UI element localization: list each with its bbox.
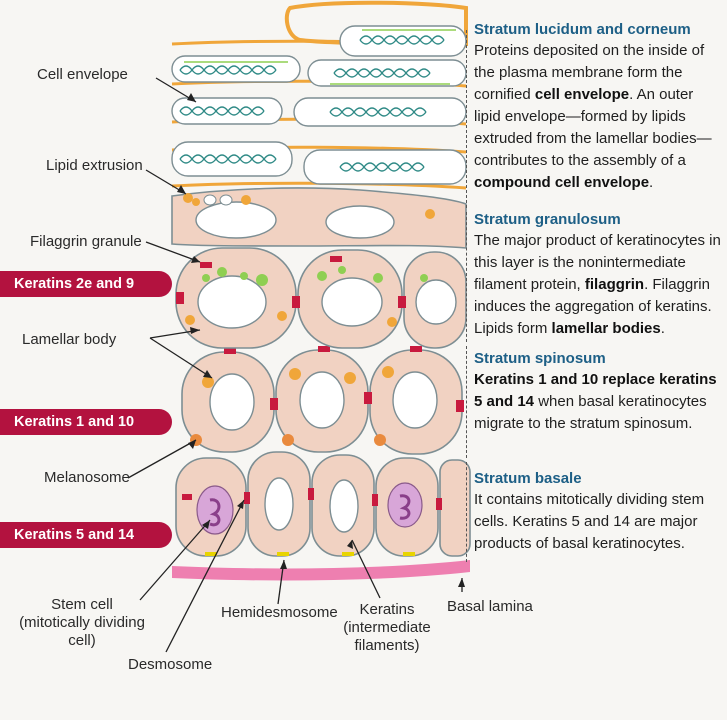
corneum-text-2: . An outer lipid envelope—formed by lipi… — [474, 86, 712, 169]
spinosum-text-1: when basal keratinocytes migrate to the … — [474, 393, 707, 432]
section-corneum-title: Stratum lucidum and corneum — [474, 21, 691, 38]
divider-spinosum — [466, 346, 467, 458]
section-granulosum-title: Stratum granulosum — [474, 211, 621, 228]
corneum-bold-2: compound cell envelope — [474, 174, 650, 191]
label-cell-envelope: Cell envelope — [37, 66, 128, 83]
corneum-text-1: Proteins deposited on the inside of the … — [474, 42, 705, 103]
section-spinosum: Stratum spinosum Keratins 1 and 10 repla… — [474, 349, 724, 435]
spinosum-bold-1: Keratins 1 and 10 replace keratins 5 and… — [474, 371, 717, 410]
granulosum-text-2: . Filaggrin induces the aggregation of k… — [474, 276, 712, 337]
badge-keratins-5-14: Keratins 5 and 14 — [0, 522, 172, 548]
granulosum-bold-1: filaggrin — [584, 276, 645, 293]
section-basale-body: It contains mitotically dividing stem ce… — [474, 489, 724, 555]
label-stem-cell-line1: Stem cell — [51, 596, 113, 613]
label-melanosome: Melanosome — [44, 469, 130, 486]
basal-lamina — [172, 560, 470, 581]
label-filaggrin-granule: Filaggrin granule — [30, 233, 142, 250]
section-corneum: Stratum lucidum and corneum Proteins dep… — [474, 20, 724, 194]
section-basale: Stratum basale It contains mitotically d… — [474, 469, 724, 555]
section-corneum-body: Proteins deposited on the inside of the … — [474, 40, 724, 194]
section-spinosum-body: Keratins 1 and 10 replace keratins 5 and… — [474, 369, 724, 435]
label-lamellar-body: Lamellar body — [22, 331, 117, 348]
granulosum-bold-2: lamellar bodies — [551, 320, 661, 337]
stratum-corneum-cells — [171, 0, 468, 190]
stratum-lucidum-cells — [171, 187, 467, 249]
label-lipid-extrusion: Lipid extrusion — [46, 157, 143, 174]
section-granulosum: Stratum granulosum The major product of … — [474, 210, 724, 340]
label-stem-cell-line3: cell) — [68, 632, 96, 649]
section-granulosum-body: The major product of keratinocytes in th… — [474, 230, 724, 340]
label-keratins-line2: (intermediate — [343, 619, 431, 636]
pointer-lines — [127, 77, 463, 653]
granulosum-text-3: . — [660, 320, 665, 337]
stratum-granulosum-cells — [175, 247, 467, 349]
divider-corneum — [466, 30, 467, 208]
corneum-text-3: . — [649, 174, 654, 191]
basale-text-1: It contains mitotically dividing stem ce… — [474, 491, 705, 552]
label-stem-cell: Stem cell (mitotically dividing cell) — [12, 596, 152, 650]
label-keratins-line1: Keratins — [359, 601, 415, 618]
label-desmosome: Desmosome — [128, 656, 213, 673]
section-spinosum-title: Stratum spinosum — [474, 350, 606, 367]
divider-basale — [466, 462, 467, 562]
label-basal-lamina: Basal lamina — [447, 598, 533, 615]
badge-keratins-2e-9: Keratins 2e and 9 — [0, 271, 172, 297]
label-stem-cell-line2: (mitotically dividing — [19, 614, 145, 631]
stratum-spinosum-cells — [181, 346, 464, 455]
label-hemidesmosome: Hemidesmosome — [221, 604, 338, 621]
label-keratins-line3: filaments) — [354, 637, 420, 654]
stratum-basale-cells — [175, 451, 471, 557]
badge-keratins-1-10: Keratins 1 and 10 — [0, 409, 172, 435]
label-keratins-filaments: Keratins (intermediate filaments) — [332, 601, 442, 655]
corneum-bold-1: cell envelope — [534, 86, 630, 103]
granulosum-text-1: The major product of keratinocytes in th… — [474, 232, 721, 293]
divider-granulosum — [466, 212, 467, 342]
arrow-heads — [177, 93, 465, 587]
section-basale-title: Stratum basale — [474, 470, 582, 487]
